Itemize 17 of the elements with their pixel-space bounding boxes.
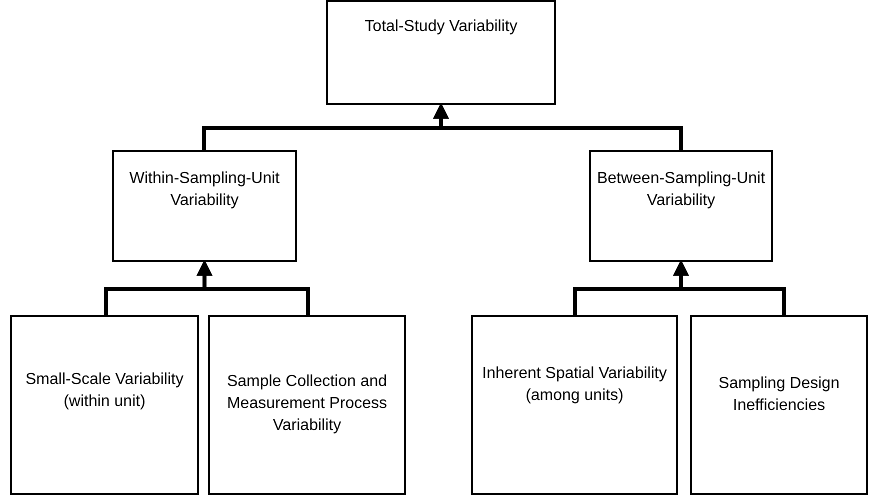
process-box: [589, 150, 773, 262]
box-label: Inherent Spatial Variability (among units): [481, 364, 668, 406]
process-box: [208, 315, 406, 495]
box-label: Sampling Design Inefficiencies: [718, 374, 840, 416]
box-label: Between-Sampling-Unit Variability: [596, 169, 766, 211]
connector-arrow: [673, 260, 786, 315]
box-label: Small-Scale Variability (within unit): [24, 370, 184, 412]
process-box: [326, 0, 556, 105]
connector-arrow: [433, 102, 683, 150]
connector-arrow: [196, 260, 310, 315]
process-box: [10, 315, 199, 495]
process-box: [690, 315, 868, 495]
box-label: Within-Sampling-Unit Variability: [128, 169, 281, 211]
process-box: [112, 150, 297, 262]
box-label: Total-Study Variability: [364, 17, 518, 37]
process-box: [471, 315, 678, 495]
box-label: Sample Collection and Measurement Process Variability: [226, 372, 388, 436]
